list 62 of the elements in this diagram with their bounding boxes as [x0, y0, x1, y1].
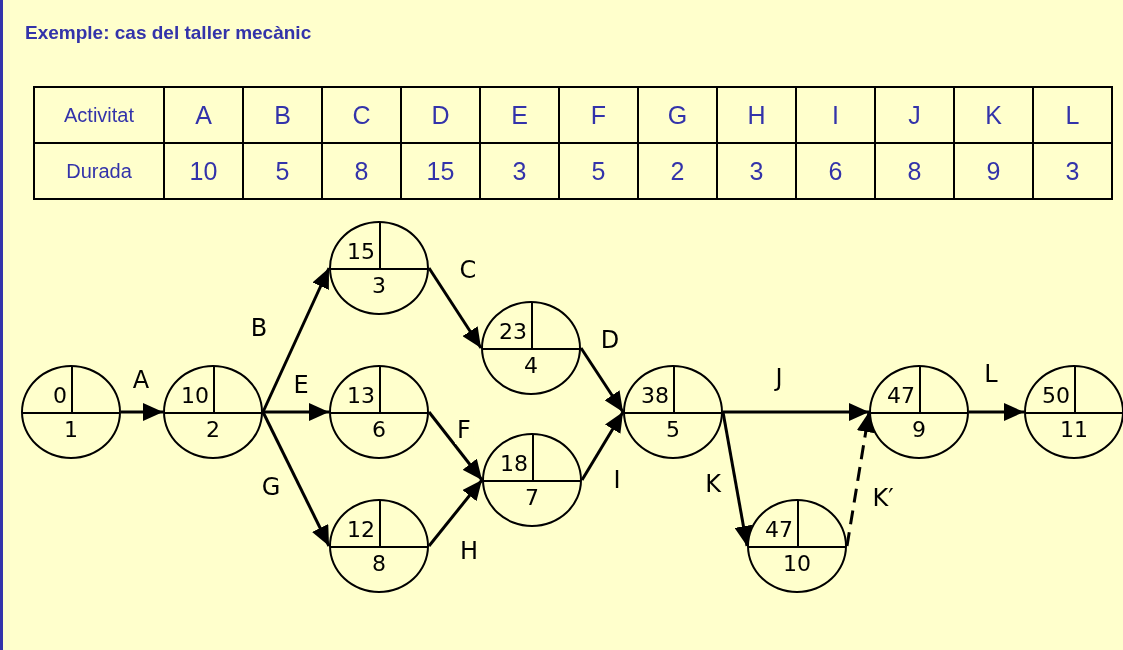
event-number: 7 [524, 485, 540, 511]
diagram-title: Exemple: cas del taller mecànic [25, 22, 312, 44]
arrow [723, 403, 869, 421]
event-time: 10 [181, 383, 209, 409]
table-cell: G [639, 88, 718, 144]
event-number: 1 [63, 417, 79, 443]
event-number: 5 [665, 417, 681, 443]
arrow [969, 403, 1024, 421]
table-cell: F [560, 88, 639, 144]
table-cell: D [402, 88, 481, 144]
table-cell: 9 [955, 144, 1034, 200]
event-number: 9 [911, 417, 927, 443]
event-time: 38 [641, 383, 669, 409]
arrow [580, 411, 625, 481]
table-cell: 8 [876, 144, 955, 200]
event-number: 3 [371, 273, 387, 299]
event-time: 47 [887, 383, 915, 409]
table-cell: 3 [1034, 144, 1113, 200]
table-cell: 6 [797, 144, 876, 200]
table-cell: 2 [639, 144, 718, 200]
event-number: 11 [1059, 417, 1089, 443]
table-cell: A [165, 88, 244, 144]
event-time: 23 [499, 319, 527, 345]
table-cell: Durada [35, 144, 165, 200]
event-number: 10 [782, 551, 812, 577]
event-time: 47 [765, 517, 793, 543]
event-number: 8 [371, 551, 387, 577]
dashed-arrow [845, 411, 875, 547]
event-number: 4 [523, 353, 539, 379]
arrow [261, 411, 331, 547]
arrow [263, 403, 329, 421]
table-cell: 5 [244, 144, 323, 200]
table-cell: 10 [165, 144, 244, 200]
table-cell: H [718, 88, 797, 144]
table-cell: 3 [481, 144, 560, 200]
event-time: 12 [347, 517, 375, 543]
arrow [427, 411, 484, 481]
event-time: 0 [53, 383, 67, 409]
event-number: 6 [371, 417, 387, 443]
arrow [579, 347, 625, 413]
table-cell: E [481, 88, 560, 144]
table-cell: 8 [323, 144, 402, 200]
table-cell: L [1034, 88, 1113, 144]
event-time: 13 [347, 383, 375, 409]
event-time: 50 [1042, 383, 1070, 409]
event-number: 2 [205, 417, 221, 443]
arrow [427, 479, 484, 547]
arrow [121, 403, 163, 421]
arrow [427, 267, 483, 349]
event-time: 18 [500, 451, 528, 477]
table-cell: B [244, 88, 323, 144]
table-cell: K [955, 88, 1034, 144]
arrow [721, 411, 753, 547]
table-cell: C [323, 88, 402, 144]
table-cell: J [876, 88, 955, 144]
table-cell: I [797, 88, 876, 144]
event-time: 15 [347, 239, 375, 265]
arrow [261, 267, 331, 413]
table-cell: Activitat [35, 88, 165, 144]
table-cell: 5 [560, 144, 639, 200]
table-cell: 3 [718, 144, 797, 200]
table-cell: 15 [402, 144, 481, 200]
